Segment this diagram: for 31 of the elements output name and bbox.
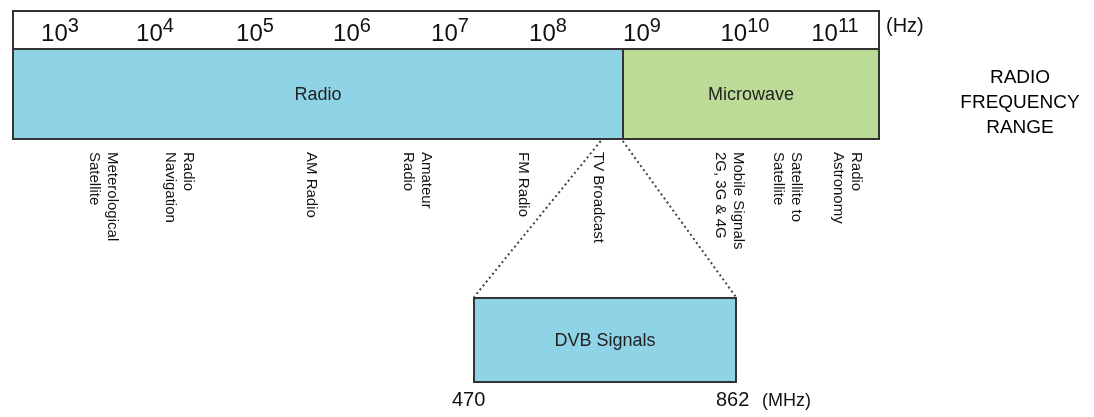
frequency-tick-label: 10$^{3}$: [41, 14, 79, 47]
frequency-tick-label: 10$^{7}$: [431, 14, 469, 47]
band-label: DVB Signals: [554, 329, 656, 351]
band-label: Radio: [294, 83, 342, 105]
application-label: Mobile Signals 2G, 3G & 4G: [712, 152, 748, 252]
application-label: Radio Astronomy: [830, 152, 866, 226]
application-label: FM Radio: [515, 152, 533, 220]
range-title: RADIO FREQUENCY RANGE: [960, 65, 1080, 139]
radio-band: [12, 48, 624, 140]
frequency-value: 470: [452, 388, 486, 411]
zoom-line: [473, 140, 602, 298]
frequency-tick-label: 10$^{4}$: [136, 14, 174, 47]
application-label: TV Broadcast: [590, 152, 608, 245]
unit-label: (MHz): [762, 390, 811, 411]
frequency-tick-label: 10$^{10}$: [720, 14, 770, 47]
frequency-tick-label: 10$^{6}$: [333, 14, 371, 47]
application-label: Meterological Satellite: [86, 152, 122, 244]
band-label: Microwave: [708, 83, 794, 105]
zoom-line: [621, 140, 737, 298]
unit-label: (Hz): [886, 14, 924, 37]
application-label: Satellite to Satellite: [770, 152, 806, 225]
frequency-tick-label: 10$^{9}$: [623, 14, 661, 47]
microwave-band: [622, 48, 880, 140]
frequency-tick-label: 10$^{8}$: [529, 14, 567, 47]
application-label: Radio Navigation: [162, 152, 198, 225]
frequency-value: 862: [716, 388, 750, 411]
application-label: Amateur Radio: [400, 152, 436, 211]
frequency-tick-label: 10$^{11}$: [811, 14, 859, 47]
dvb-signals-box: [473, 297, 737, 383]
application-label: AM Radio: [303, 152, 321, 220]
frequency-tick-label: 10$^{5}$: [236, 14, 274, 47]
